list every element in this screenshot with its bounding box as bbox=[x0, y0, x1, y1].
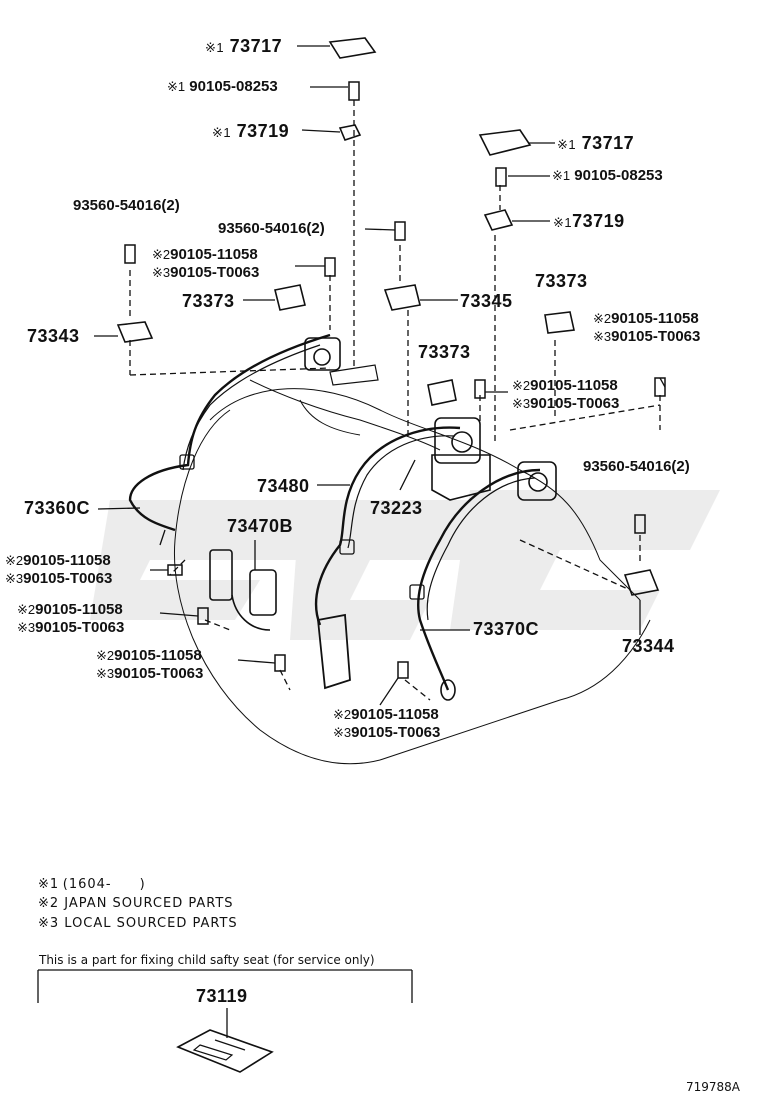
part-73344-shape bbox=[623, 569, 660, 596]
mark-3: ※3 bbox=[17, 620, 36, 635]
part-number: 90105-T0063 bbox=[530, 395, 620, 412]
label-93560-a: 93560-54016(2) bbox=[73, 197, 180, 214]
mark-3: ※3 bbox=[333, 725, 352, 740]
label-93560-c: 93560-54016(2) bbox=[583, 458, 690, 475]
legend-line-1: ※1 (1604- ) bbox=[38, 877, 146, 892]
part-number: 73719 bbox=[572, 211, 625, 231]
label-73373-b: 73373 bbox=[535, 271, 588, 291]
label-japan-bolt-1: ※290105-11058 bbox=[152, 247, 258, 263]
label-90105-08253-b: ※1 90105-08253 bbox=[552, 168, 663, 184]
part-73119-shape bbox=[176, 1029, 274, 1073]
mark-2: ※2 bbox=[17, 602, 36, 617]
part-number: 90105-11058 bbox=[170, 246, 258, 263]
service-note: This is a part for fixing child safty se… bbox=[39, 953, 375, 967]
label-japan-bolt-6: ※290105-11058 bbox=[96, 648, 202, 664]
label-local-bolt-1: ※390105-T0063 bbox=[152, 265, 259, 281]
part-number: 73719 bbox=[236, 121, 290, 141]
mark-3: ※3 bbox=[512, 396, 531, 411]
label-japan-bolt-5: ※290105-11058 bbox=[17, 602, 123, 618]
mark-3: ※3 bbox=[152, 265, 171, 280]
part-number: 90105-T0063 bbox=[35, 619, 125, 636]
part-73345-shape bbox=[383, 284, 421, 311]
label-japan-bolt-4: ※290105-11058 bbox=[5, 553, 111, 569]
mark-2: ※2 bbox=[512, 378, 531, 393]
label-90105-08253-a: ※1 90105-08253 bbox=[167, 79, 278, 95]
label-japan-bolt-2: ※290105-11058 bbox=[593, 311, 699, 327]
part-number: 90105-11058 bbox=[351, 706, 439, 723]
label-local-bolt-3: ※390105-T0063 bbox=[512, 396, 619, 412]
legend-line-3: ※3 LOCAL SOURCED PARTS bbox=[38, 916, 238, 931]
label-japan-bolt-3: ※290105-11058 bbox=[512, 378, 618, 394]
part-number: 90105-11058 bbox=[114, 647, 202, 664]
label-73119: 73119 bbox=[196, 986, 248, 1006]
mark-1: ※1 bbox=[167, 79, 186, 94]
part-number: 73717 bbox=[229, 36, 283, 56]
label-local-bolt-6: ※390105-T0063 bbox=[96, 666, 203, 682]
part-number: 90105-08253 bbox=[574, 167, 663, 184]
label-73719-b: ※173719 bbox=[553, 212, 625, 232]
label-local-bolt-4: ※390105-T0063 bbox=[5, 571, 112, 587]
label-73717-a: ※1 73717 bbox=[205, 37, 282, 57]
part-number: 90105-11058 bbox=[611, 310, 699, 327]
mark-1: ※1 bbox=[557, 137, 577, 152]
mark-2: ※2 bbox=[333, 707, 352, 722]
part-number: 90105-11058 bbox=[530, 377, 618, 394]
mark-3: ※3 bbox=[5, 571, 24, 586]
mark-1: ※1 bbox=[552, 168, 571, 183]
label-73343: 73343 bbox=[27, 326, 80, 346]
label-73373-c: 73373 bbox=[418, 342, 471, 362]
label-local-bolt-2: ※390105-T0063 bbox=[593, 329, 700, 345]
mark-3: ※3 bbox=[96, 666, 115, 681]
part-number: 90105-08253 bbox=[189, 78, 278, 95]
part-number: 90105-T0063 bbox=[114, 665, 204, 682]
mark-3: ※3 bbox=[593, 329, 612, 344]
label-73480: 73480 bbox=[257, 476, 310, 496]
mark-2: ※2 bbox=[96, 648, 115, 663]
label-73719-a: ※1 73719 bbox=[212, 122, 289, 142]
label-73223: 73223 bbox=[370, 498, 423, 518]
diagram-id: 719788A bbox=[686, 1080, 741, 1094]
mark-2: ※2 bbox=[593, 311, 612, 326]
mark-1: ※1 bbox=[553, 215, 573, 230]
part-number: 90105-11058 bbox=[35, 601, 123, 618]
mark-1: ※1 bbox=[212, 125, 232, 140]
label-73370c: 73370C bbox=[473, 619, 540, 639]
part-73717-a-shape bbox=[328, 37, 377, 59]
belt-73370c bbox=[417, 468, 541, 691]
label-local-bolt-7: ※390105-T0063 bbox=[333, 725, 440, 741]
part-73717-b-shape bbox=[478, 129, 532, 156]
service-part-box bbox=[37, 969, 413, 1073]
mark-2: ※2 bbox=[152, 247, 171, 262]
label-93560-b: 93560-54016(2) bbox=[218, 220, 325, 237]
mark-2: ※2 bbox=[5, 553, 24, 568]
part-73343-shape bbox=[116, 321, 154, 343]
label-73360c: 73360C bbox=[24, 498, 91, 518]
label-73717-b: ※1 73717 bbox=[557, 134, 634, 154]
part-number: 73717 bbox=[581, 133, 635, 153]
label-local-bolt-5: ※390105-T0063 bbox=[17, 620, 124, 636]
part-number: 90105-T0063 bbox=[170, 264, 260, 281]
belt-73480 bbox=[314, 426, 461, 626]
mark-1: ※1 bbox=[205, 40, 225, 55]
part-number: 90105-T0063 bbox=[351, 724, 441, 741]
label-73373-a: 73373 bbox=[182, 291, 235, 311]
label-73344: 73344 bbox=[622, 636, 675, 656]
legend-line-2: ※2 JAPAN SOURCED PARTS bbox=[38, 896, 234, 911]
part-number: 90105-T0063 bbox=[23, 570, 113, 587]
label-73345: 73345 bbox=[460, 291, 513, 311]
part-number: 90105-11058 bbox=[23, 552, 111, 569]
part-number: 90105-T0063 bbox=[611, 328, 701, 345]
label-japan-bolt-7: ※290105-11058 bbox=[333, 707, 439, 723]
label-73470b: 73470B bbox=[227, 516, 294, 536]
